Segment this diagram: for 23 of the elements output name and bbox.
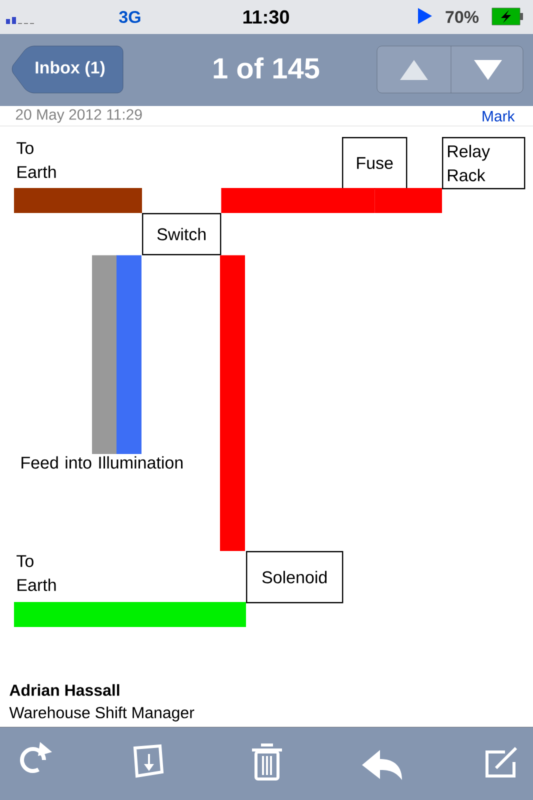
- wire: [14, 602, 246, 627]
- endpoint-label: Feed into Illumination: [22, 456, 183, 469]
- back-button: Inbox (1): [12, 46, 124, 94]
- network-label: 3G: [119, 10, 140, 24]
- endpoint-label: To Earth: [16, 142, 56, 178]
- wire: [92, 255, 117, 454]
- signature-name: Adrian Hassall: [10, 684, 120, 696]
- wire: [374, 188, 442, 213]
- wire: [220, 255, 245, 551]
- message-counter: 1 of 145: [214, 57, 320, 79]
- component-box: Fuse: [342, 137, 408, 190]
- wire: [14, 188, 142, 213]
- date-text: 20 May 2012 11:29: [16, 109, 142, 123]
- endpoint-label: To Earth: [16, 555, 56, 592]
- wire: [221, 188, 375, 213]
- battery-percent: 70%: [446, 10, 479, 24]
- clock-label: 11:30: [243, 10, 289, 24]
- sender-link: Mark: [482, 110, 515, 122]
- component-box: Switch: [142, 213, 222, 256]
- component-box: Relay Rack: [442, 137, 526, 190]
- component-box: Solenoid: [246, 551, 344, 604]
- wire: [116, 255, 142, 454]
- signature-title: Warehouse Shift Manager: [9, 706, 194, 722]
